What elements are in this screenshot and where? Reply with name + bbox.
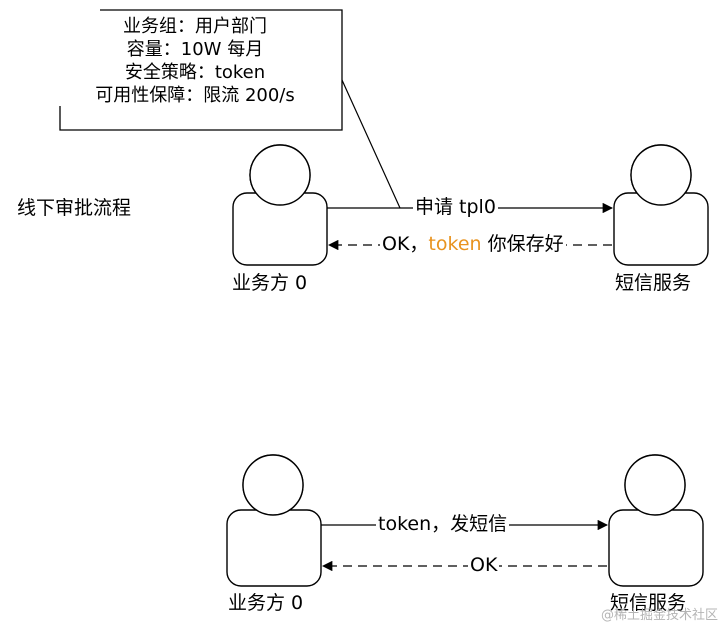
actor-sms-top-label: 短信服务: [615, 272, 692, 294]
note-line-capacity: 容量：10W 每月: [126, 39, 264, 60]
actor-sms-bottom-label: 短信服务: [610, 592, 687, 614]
reply-suffix: 你保存好: [481, 233, 564, 255]
note-line-group: 业务组：用户部门: [123, 16, 267, 37]
watermark: @稀土掘金技术社区: [600, 608, 718, 623]
reply-message-top: OK，token 你保存好: [380, 235, 566, 254]
note-line-availability: 可用性保障：限流 200/s: [95, 85, 295, 106]
process-label: 线下审批流程: [17, 197, 132, 219]
reply-prefix: OK，: [382, 233, 429, 255]
actor-sms-top: [613, 144, 709, 266]
actor-business-top: [232, 144, 328, 266]
note-line-security: 安全策略：token: [124, 62, 266, 83]
actor-business-top-label: 业务方 0: [232, 272, 308, 294]
actor-sms-bottom: [608, 454, 704, 587]
reply-message-bottom: OK: [468, 554, 500, 576]
actor-business-bottom-label: 业务方 0: [228, 592, 304, 614]
actor-business-bottom: [226, 454, 322, 587]
note-connector: [341, 79, 401, 209]
note-box: [59, 9, 343, 131]
reply-token: token: [428, 233, 482, 255]
send-message: token，发短信: [376, 513, 510, 535]
request-message: 申请 tpl0: [413, 196, 498, 218]
